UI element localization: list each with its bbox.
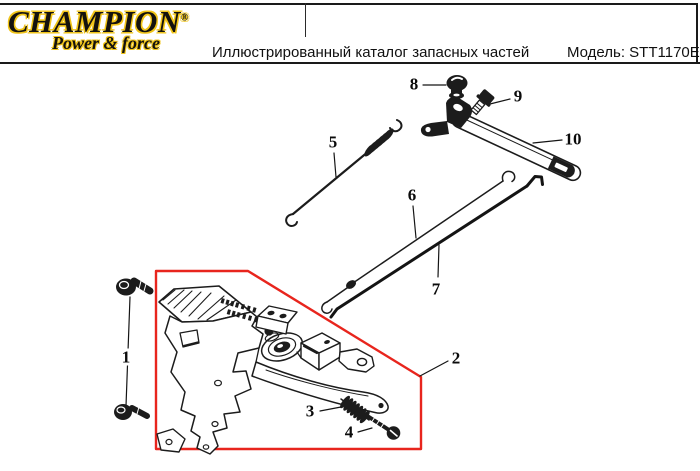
highlight-box xyxy=(154,269,423,451)
callout-9: 9 xyxy=(513,86,523,106)
brand-tagline: Power & force xyxy=(52,33,160,53)
part-lever-10 xyxy=(420,97,582,182)
part-spring-5 xyxy=(285,119,403,227)
brand-logo: CHAMPION® Power & force xyxy=(8,6,189,52)
header-cell-divider xyxy=(305,3,306,37)
stamped-text-marks xyxy=(220,298,258,323)
callout-10: 10 xyxy=(564,129,582,149)
callout-6: 6 xyxy=(407,185,417,205)
header-top-border xyxy=(0,3,698,5)
part-bolt-9 xyxy=(470,89,495,116)
callout-4: 4 xyxy=(344,422,354,442)
callout-3: 3 xyxy=(305,401,315,421)
part-rod-7 xyxy=(329,175,544,319)
part-spring-3 xyxy=(340,395,370,424)
callout-7: 7 xyxy=(431,279,441,299)
brand-wordmark: CHAMPION xyxy=(8,4,181,39)
brand-name: CHAMPION® xyxy=(8,6,189,37)
callout-2: 2 xyxy=(451,348,461,368)
callout-8: 8 xyxy=(409,74,419,94)
part-knob-8 xyxy=(446,75,468,99)
page-title: Иллюстрированный каталог запасных частей xyxy=(212,44,530,61)
part-rod-6 xyxy=(321,170,516,314)
registered-mark: ® xyxy=(180,12,189,24)
callout-5: 5 xyxy=(328,132,338,152)
part-bolt-4 xyxy=(367,415,401,440)
part-bolt-pair-1 xyxy=(114,277,154,420)
model-label: Модель: STT1170E xyxy=(567,44,700,61)
header-right-border xyxy=(696,3,698,64)
callout-1: 1 xyxy=(119,347,133,367)
part-bracket-assembly-2 xyxy=(156,285,389,455)
header-bottom-border xyxy=(0,62,700,64)
